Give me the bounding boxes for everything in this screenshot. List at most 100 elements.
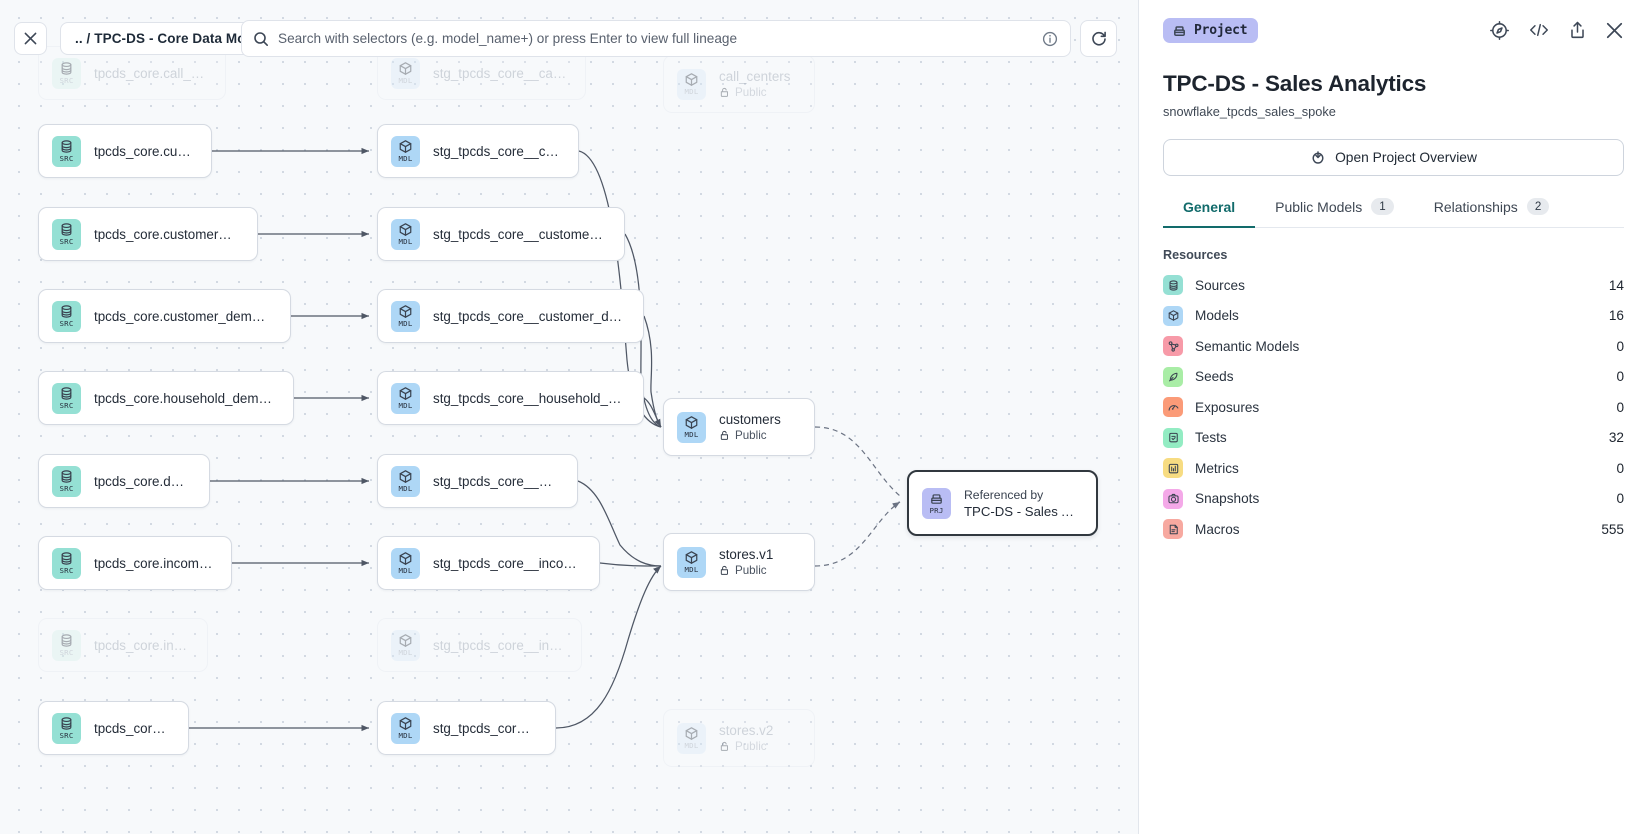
resource-count: 32 bbox=[1608, 430, 1624, 446]
close-lineage-button[interactable] bbox=[14, 22, 47, 55]
cube-icon bbox=[685, 551, 698, 564]
resource-count: 16 bbox=[1608, 308, 1624, 324]
resource-count: 0 bbox=[1616, 399, 1624, 415]
refresh-button[interactable] bbox=[1080, 20, 1117, 57]
mdl-badge: MDL bbox=[391, 57, 420, 89]
cube-icon bbox=[1168, 310, 1178, 321]
resource-row-exposures[interactable]: Exposures 0 bbox=[1163, 392, 1624, 423]
badge-label: SRC bbox=[59, 401, 74, 410]
resource-row-models[interactable]: Models 16 bbox=[1163, 301, 1624, 332]
open-project-overview-button[interactable]: Open Project Overview bbox=[1163, 139, 1624, 176]
src-badge: SRC bbox=[52, 300, 81, 332]
tab-general[interactable]: General bbox=[1163, 199, 1256, 228]
code-icon[interactable] bbox=[1528, 20, 1550, 40]
close-panel-icon[interactable] bbox=[1605, 21, 1624, 40]
resource-name: Models bbox=[1195, 308, 1239, 324]
node-label: stg_tpcds_core__customer_demogra… bbox=[433, 308, 625, 324]
src-badge: SRC bbox=[52, 57, 81, 89]
mdl-badge: MDL bbox=[677, 546, 706, 578]
lock-icon bbox=[720, 87, 728, 97]
badge-label: SRC bbox=[59, 76, 74, 85]
badge-label: MDL bbox=[684, 430, 699, 439]
lock-icon bbox=[720, 430, 728, 440]
share-icon[interactable] bbox=[1568, 20, 1587, 40]
lock-icon bbox=[720, 565, 728, 575]
resource-count: 0 bbox=[1616, 491, 1624, 507]
search-input[interactable] bbox=[278, 31, 1033, 46]
breadcrumb-label: .. / TPC-DS - Core Data Models bbox=[75, 31, 274, 46]
search-bar[interactable] bbox=[241, 20, 1071, 57]
search-icon bbox=[254, 31, 268, 46]
graph-node-m5[interactable]: MDLstg_tpcds_core__household_demogr… bbox=[377, 371, 644, 425]
tab-label: General bbox=[1183, 199, 1236, 215]
node-access-badge: Public bbox=[719, 86, 790, 99]
gauge-icon bbox=[1163, 397, 1183, 418]
info-circle-icon[interactable] bbox=[1042, 31, 1058, 47]
cube-icon bbox=[399, 634, 412, 647]
badge-label: MDL bbox=[398, 648, 413, 657]
node-label: stg_tpcds_core__customer_address bbox=[433, 226, 606, 242]
project-icon bbox=[931, 494, 942, 504]
badge-label: SRC bbox=[59, 648, 74, 657]
badge-label: MDL bbox=[684, 741, 699, 750]
resource-name: Exposures bbox=[1195, 399, 1260, 415]
graph-node-n4[interactable]: SRC tpcds_core.customer_demographics bbox=[38, 289, 291, 343]
database-icon bbox=[61, 634, 72, 647]
referenced-by-label: Referenced by bbox=[964, 487, 1044, 502]
badge-label: MDL bbox=[398, 76, 413, 85]
node-access-badge: Public bbox=[719, 429, 781, 442]
node-label: stg_tpcds_core__household_demogr… bbox=[433, 390, 625, 406]
resource-type-chip: Project bbox=[1163, 17, 1259, 43]
panel-header: Project bbox=[1163, 0, 1624, 56]
badge-label: SRC bbox=[59, 319, 74, 328]
project-identifier: snowflake_tpcds_sales_spoke bbox=[1163, 104, 1336, 119]
node-label: stg_tpcds_core__call_center bbox=[433, 65, 567, 81]
badge-label: SRC bbox=[59, 237, 74, 246]
graph-node-n1[interactable]: SRC tpcds_core.call_center bbox=[38, 46, 226, 100]
node-label: tpcds_core.call_center bbox=[94, 65, 207, 81]
resource-name: Metrics bbox=[1195, 460, 1239, 476]
node-label: tpcds_core.date_dim bbox=[94, 473, 191, 489]
database-icon bbox=[61, 305, 72, 318]
graph-node-m4[interactable]: MDLstg_tpcds_core__customer_demogra… bbox=[377, 289, 644, 343]
page-title: TPC-DS - Sales Analytics bbox=[1163, 71, 1427, 96]
mdl-badge: MDL bbox=[391, 135, 420, 167]
mdl-badge: MDL bbox=[391, 629, 420, 661]
node-label: tpcds_core.customer_demographics bbox=[94, 308, 272, 324]
badge-label: PRJ bbox=[929, 506, 944, 515]
resources-section-label: Resources bbox=[1163, 248, 1228, 262]
lock-icon bbox=[720, 741, 728, 751]
database-icon bbox=[1168, 280, 1178, 291]
panel-actions bbox=[1489, 20, 1624, 41]
explore-icon[interactable] bbox=[1489, 20, 1510, 41]
